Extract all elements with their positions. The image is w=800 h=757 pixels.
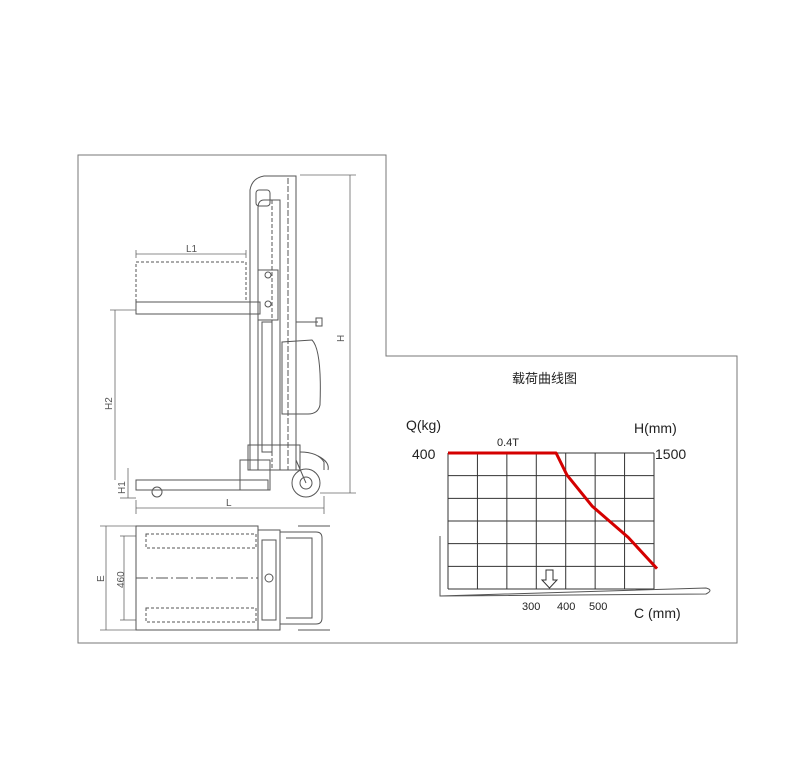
chart-title: 载荷曲线图 [512,371,577,386]
y-right-axis-label: H(mm) [634,420,677,436]
mast [249,175,297,471]
x-axis-label: C (mm) [634,605,681,621]
top-view [135,525,330,631]
y-max-label: 400 [412,446,436,462]
main-wheel [291,468,321,498]
y-axis-label: Q(kg) [406,417,441,433]
upper-platform [135,301,261,315]
load-curve [448,451,659,570]
dim-label-l: L [226,498,232,509]
dim-label-e: E [96,575,107,582]
load-label: 0.4T [497,437,519,449]
side-dimensions [110,174,356,514]
dim-label-460: 460 [116,571,127,588]
chart-grid [447,452,655,590]
lower-fork [135,479,269,491]
x-tick-400: 400 [557,601,575,613]
pump-box [281,339,321,415]
dim-label-h1: H1 [117,481,128,494]
dim-label-h: H [336,335,347,342]
down-arrow-icon [540,569,559,589]
x-tick-300: 300 [522,601,540,613]
x-tick-500: 500 [589,601,607,613]
side-view [135,175,329,498]
fork-outline [439,536,711,597]
drawing-frame [77,154,738,644]
dim-label-h2: H2 [104,397,115,410]
dim-label-l1: L1 [186,244,198,255]
y-right-max-label: 1500 [655,446,686,462]
top-dimensions [100,525,136,631]
